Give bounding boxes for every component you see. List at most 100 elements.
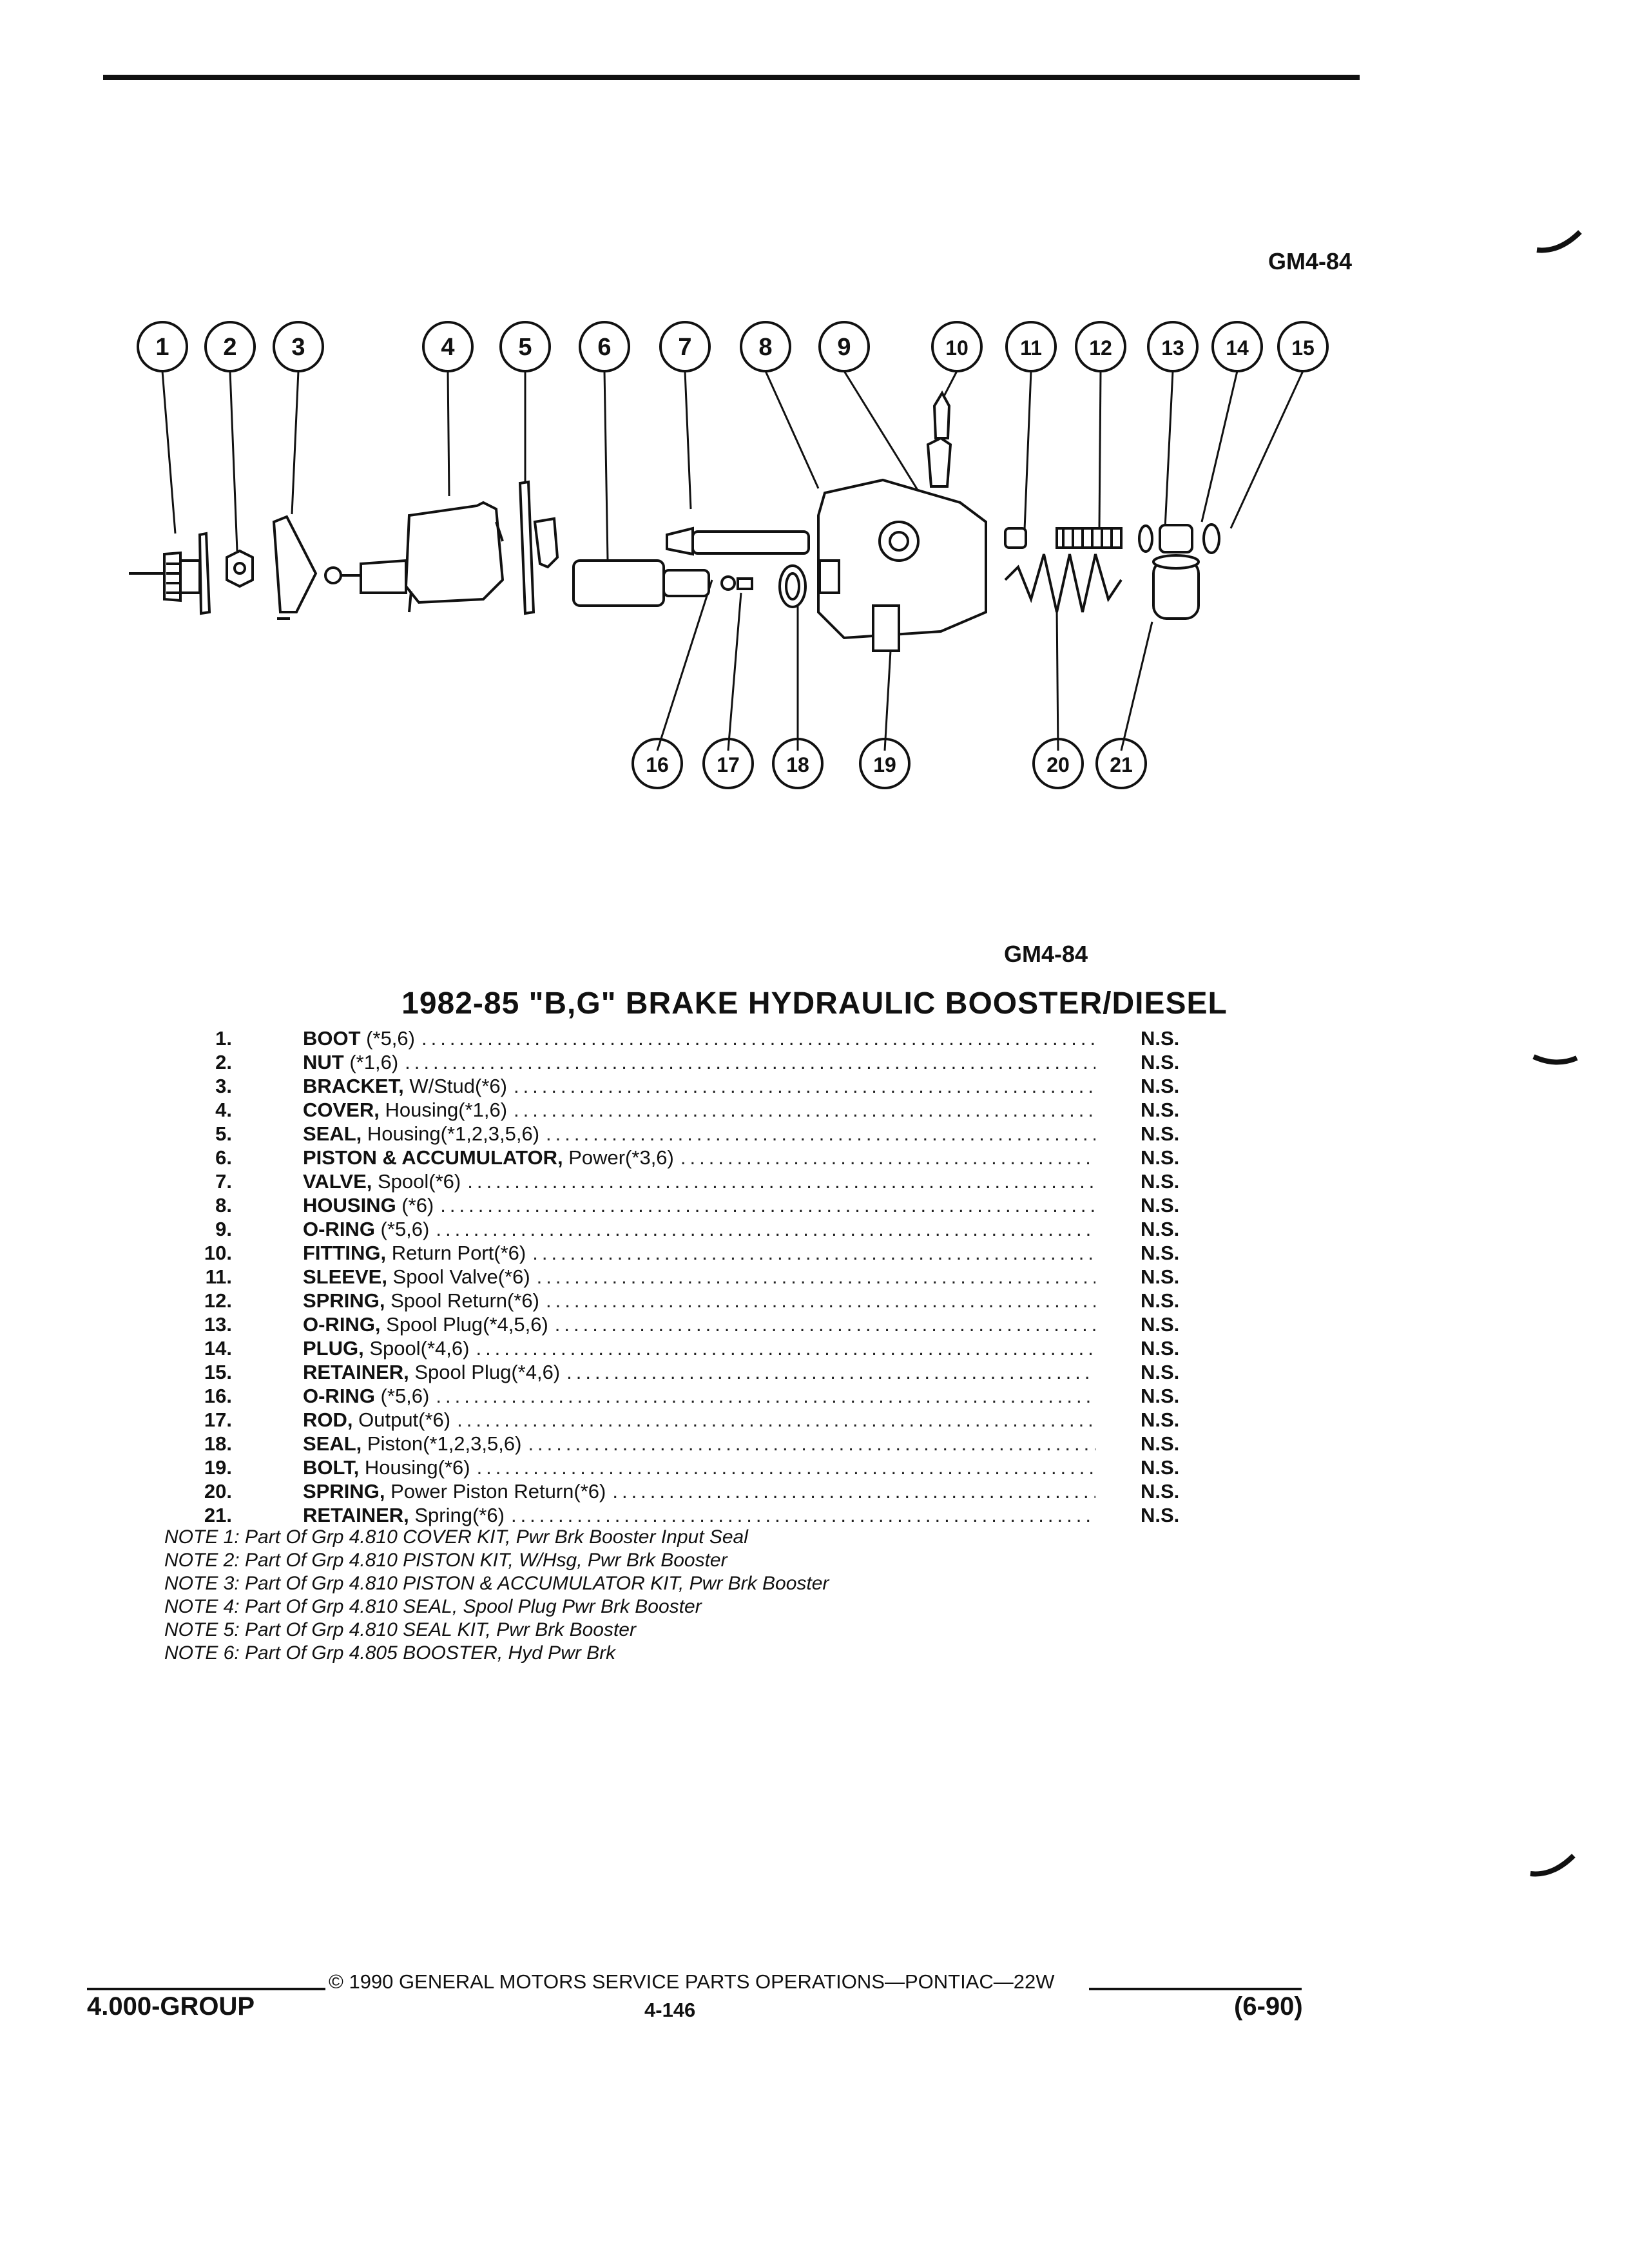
part-row: 16.O-RING (*5,6)........................… [155,1384,1211,1408]
callout-number: 2 [223,334,236,361]
leader-dots: ........................................… [680,1146,1095,1169]
part-row: 19.BOLT, Housing(*6)....................… [155,1456,1211,1479]
part-number: 18. [204,1432,232,1455]
leader-dots: ........................................… [513,1075,1095,1097]
callout-number: 7 [678,334,691,361]
leader-dots: ........................................… [436,1385,1095,1407]
part-status: N.S. [1141,1361,1180,1383]
part-name: O-RING (*5,6) [303,1385,430,1407]
footer-rule-right [1089,1988,1302,1990]
part-row: 12.SPRING, Spool Return(*6).............… [155,1289,1211,1312]
figure-code-top: GM4-84 [1268,248,1352,274]
callout-number: 1 [155,334,169,361]
leader-dots: ........................................… [514,1099,1095,1121]
part-number: 21. [204,1504,232,1526]
part-name: BOOT (*5,6) [303,1027,415,1050]
leader-dots: ........................................… [467,1170,1095,1193]
callout-number: 10 [945,336,969,360]
part-status: N.S. [1141,1265,1180,1288]
footer-group: 4.000-GROUP [87,1992,255,2021]
part-number: 9. [215,1218,232,1240]
leader-dots: ........................................… [536,1265,1095,1288]
callout-number: 11 [1020,336,1042,360]
part-row: 1.BOOT (*5,6)...........................… [155,1026,1211,1050]
booster-parts [129,390,1220,652]
note-line: NOTE 2: Part Of Grp 4.810 PISTON KIT, W/… [164,1550,728,1571]
callout-number: 20 [1046,753,1070,776]
part-number: 10. [204,1242,232,1264]
leader-dots: ........................................… [612,1480,1095,1503]
part-status: N.S. [1141,1313,1180,1336]
part-number: 20. [204,1480,232,1503]
binder-mark [1536,230,1582,253]
part-row: 17.ROD, Output(*6)......................… [155,1408,1211,1432]
page-title: 1982-85 "B,G" BRAKE HYDRAULIC BOOSTER/DI… [401,986,1228,1021]
part-name: PISTON & ACCUMULATOR, Power(*3,6) [303,1146,674,1169]
figure-code-bottom: GM4-84 [1004,941,1088,967]
notes-list: NOTE 1: Part Of Grp 4.810 COVER KIT, Pwr… [164,1526,829,1665]
part-number: 17. [204,1408,232,1431]
note-line: NOTE 4: Part Of Grp 4.810 SEAL, Spool Pl… [164,1596,702,1617]
callout-number: 3 [291,334,305,361]
part-name: HOUSING (*6) [303,1194,434,1216]
part-name: SPRING, Power Piston Return(*6) [303,1480,606,1503]
callout-number: 6 [597,334,611,361]
part-row: 9.O-RING (*5,6).........................… [155,1217,1211,1241]
part-number: 19. [204,1456,232,1479]
leader-dots: ........................................… [440,1194,1095,1216]
part-number: 7. [215,1170,232,1193]
part-number: 8. [215,1194,232,1216]
leader-dots: ........................................… [421,1027,1095,1050]
footer-page-number: 4-146 [644,1999,696,2021]
part-status: N.S. [1141,1504,1180,1526]
part-row: 21.RETAINER, Spring(*6).................… [155,1503,1211,1527]
part-row: 18.SEAL, Piston(*1,2,3,5,6).............… [155,1432,1211,1456]
part-number: 3. [215,1075,232,1097]
leader-dots: ........................................… [476,1337,1095,1360]
callout-number: 16 [646,753,669,776]
footer-date: (6-90) [1234,1992,1303,2021]
part-status: N.S. [1141,1480,1180,1503]
note-line: NOTE 5: Part Of Grp 4.810 SEAL KIT, Pwr … [164,1619,636,1640]
part-row: 5.SEAL, Housing(*1,2,3,5,6).............… [155,1122,1211,1146]
callout-number: 9 [837,334,851,361]
part-status: N.S. [1141,1242,1180,1264]
leader-dots: ........................................… [405,1051,1095,1073]
part-status: N.S. [1141,1099,1180,1121]
callout-number: 15 [1291,336,1315,360]
part-status: N.S. [1141,1408,1180,1431]
note-line: NOTE 1: Part Of Grp 4.810 COVER KIT, Pwr… [164,1526,748,1548]
part-name: SEAL, Piston(*1,2,3,5,6) [303,1432,522,1455]
part-name: SLEEVE, Spool Valve(*6) [303,1265,530,1288]
part-row: 7.VALVE, Spool(*6)......................… [155,1169,1211,1193]
callout-number: 4 [441,334,454,361]
callout-circle [1095,738,1147,789]
part-status: N.S. [1141,1337,1180,1360]
part-status: N.S. [1141,1146,1180,1169]
part-name: FITTING, Return Port(*6) [303,1242,526,1264]
leader-dots: ........................................… [545,1289,1095,1312]
footer-rule-left [87,1988,325,1990]
leader-dots: ........................................… [476,1456,1095,1479]
callout-number: 8 [758,334,772,361]
callout-number: 18 [786,753,809,776]
part-row: 2.NUT (*1,6)............................… [155,1050,1211,1074]
part-row: 6. PISTON & ACCUMULATOR, Power(*3,6).....… [155,1146,1211,1169]
part-row: 13.O-RING, Spool Plug(*4,5,6)...........… [155,1312,1211,1336]
part-number: 15. [204,1361,232,1383]
part-row: 4.COVER, Housing(*1,6)..................… [155,1098,1211,1122]
part-row: 11.SLEEVE, Spool Valve(*6)..............… [155,1265,1211,1289]
part-number: 6. [215,1146,232,1169]
leader-dots: ........................................… [566,1361,1095,1383]
top-rule [103,75,1360,80]
note-line: NOTE 3: Part Of Grp 4.810 PISTON & ACCUM… [164,1573,829,1594]
part-number: 13. [204,1313,232,1336]
leader-dots: ........................................… [532,1242,1095,1264]
part-row: 10. FITTING, Return Port(*6).............… [155,1241,1211,1265]
callout-number: 19 [873,753,896,776]
part-row: 15.RETAINER, Spool Plug(*4,6)...........… [155,1360,1211,1384]
part-number: 2. [215,1051,232,1073]
